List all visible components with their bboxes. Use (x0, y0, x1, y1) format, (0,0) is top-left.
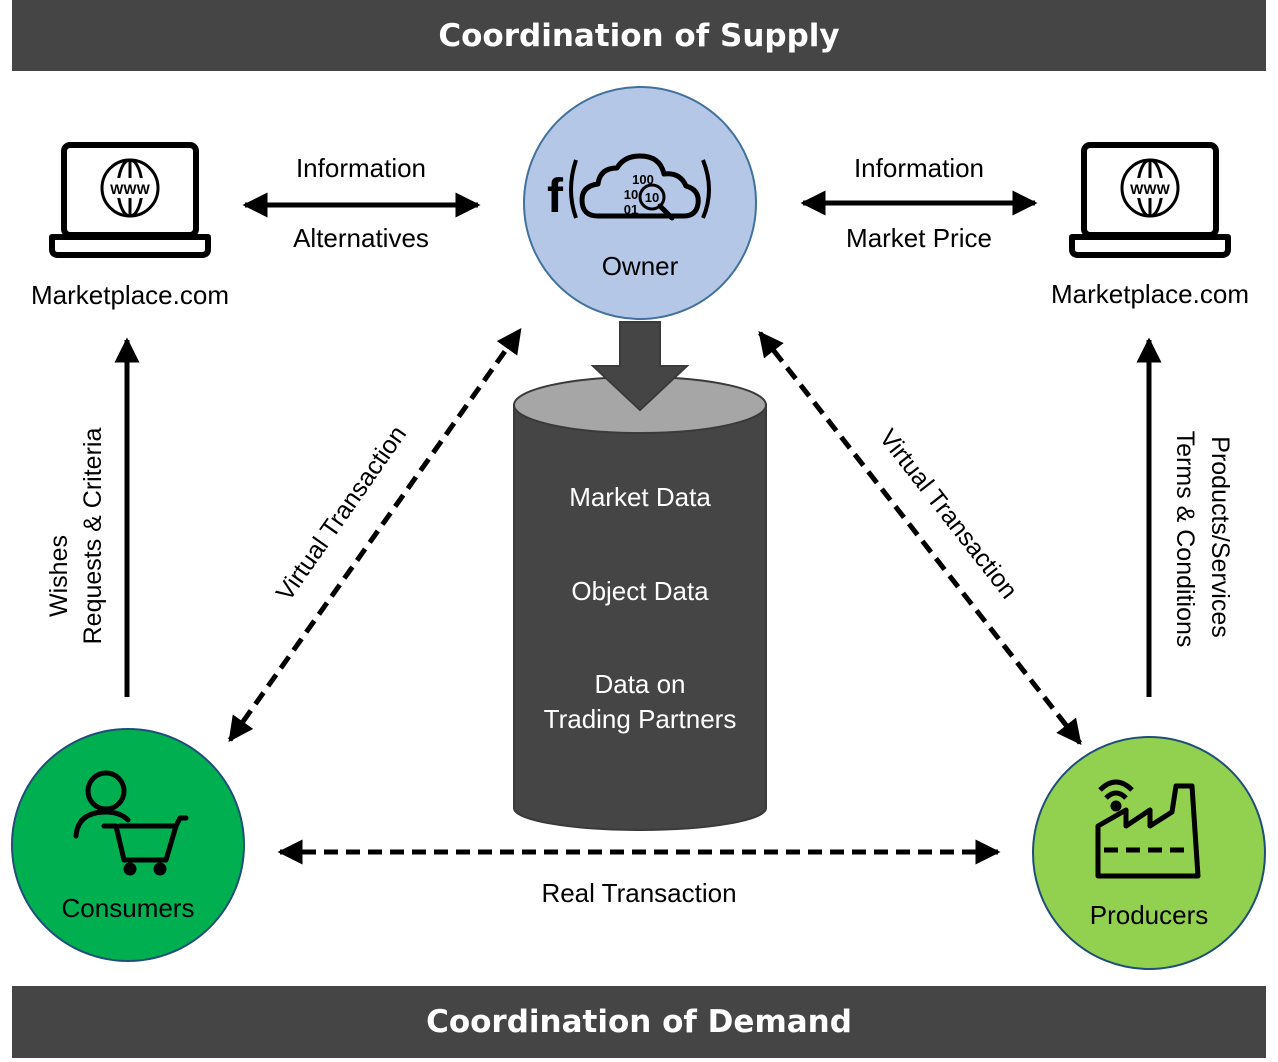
virtual-transaction-arrow-right (758, 331, 1082, 745)
marketplace-right-label: Marketplace.com (1051, 279, 1249, 309)
alternatives-label: Alternatives (293, 223, 429, 253)
info-right-label: Information (854, 153, 984, 183)
svg-text:10: 10 (624, 187, 638, 202)
producers-circle (1032, 736, 1266, 970)
virtual-transaction-arrow-left (227, 327, 523, 743)
market-data-label: Market Data (569, 482, 711, 512)
function-f-glyph: f (547, 170, 564, 223)
cloud-data-function-icon: f 100 10 01 10 (547, 153, 711, 223)
object-data-label: Object Data (571, 576, 709, 606)
coordination-of-demand-banner: Coordination of Demand (12, 986, 1266, 1058)
trading-partners-line1: Data on (594, 669, 685, 699)
producers-label: Producers (1090, 900, 1209, 930)
person-cart-icon (73, 770, 189, 876)
banner-bottom-text: Coordination of Demand (426, 1004, 852, 1040)
trading-partners-line2: Trading Partners (544, 704, 737, 734)
terms-conditions-label: Terms & Conditions (1171, 431, 1199, 648)
market-price-label: Market Price (846, 223, 992, 253)
products-services-label: Products/Services (1206, 436, 1234, 637)
svg-text:10: 10 (645, 190, 659, 205)
wishes-label: Wishes (45, 535, 73, 617)
svg-text:01: 01 (624, 202, 638, 217)
info-left-label: Information (296, 153, 426, 183)
banner-top-text: Coordination of Supply (438, 17, 840, 54)
consumers-circle (11, 728, 245, 962)
factory-wifi-icon (1095, 779, 1201, 879)
laptop-www-icon: WWW (49, 142, 211, 258)
www-text: WWW (110, 181, 150, 197)
requests-criteria-label: Requests & Criteria (79, 428, 107, 645)
laptop-www-icon: WWW (1069, 142, 1231, 258)
coordination-of-supply-banner: Coordination of Supply (12, 0, 1266, 71)
owner-to-database-arrow (590, 321, 690, 412)
consumers-label: Consumers (62, 893, 195, 923)
real-transaction-label: Real Transaction (541, 878, 736, 908)
www-text: WWW (1130, 181, 1170, 197)
owner-label: Owner (602, 251, 679, 281)
svg-text:100: 100 (632, 172, 654, 187)
marketplace-left-label: Marketplace.com (31, 280, 229, 310)
